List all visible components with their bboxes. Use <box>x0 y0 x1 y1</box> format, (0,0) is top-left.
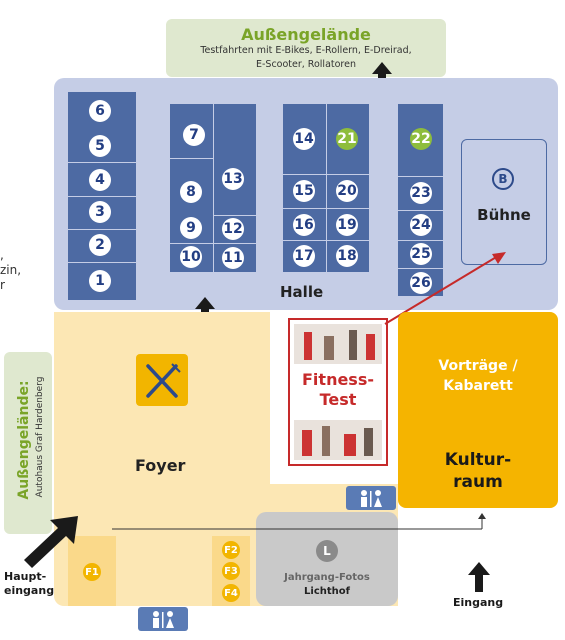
foyer-label: Foyer <box>135 456 186 475</box>
booth-1: 1 <box>89 270 111 292</box>
booth-divider <box>398 176 443 177</box>
booth-divider <box>68 262 136 263</box>
booth-divider <box>283 240 369 241</box>
booth-17: 17 <box>293 245 315 267</box>
booth-18: 18 <box>336 245 358 267</box>
booth-11: 11 <box>222 247 244 269</box>
booth-12: 12 <box>222 218 244 240</box>
booth-21: 21 <box>336 128 358 150</box>
booth-f2: F2 <box>222 541 240 559</box>
culture-line2: raum <box>453 472 503 492</box>
edge-text-a: , <box>0 248 4 262</box>
outdoor-top-title: Außengelände <box>241 25 371 44</box>
booth-19: 19 <box>336 214 358 236</box>
booth-divider <box>68 196 136 197</box>
booth-7: 7 <box>183 124 205 146</box>
outdoor-top-line1: Testfahrten mit E-Bikes, E-Rollern, E-Dr… <box>200 45 412 56</box>
main-entrance-line1: Haupt- <box>4 570 47 583</box>
edge-text-b: zin, <box>0 263 22 277</box>
booth-10: 10 <box>180 246 202 268</box>
restroom-icon <box>346 486 396 510</box>
booth-22: 22 <box>410 128 432 150</box>
booth-15: 15 <box>293 180 315 202</box>
edge-text-c: r <box>0 278 5 292</box>
booth-13: 13 <box>222 168 244 190</box>
booth-divider <box>170 158 213 159</box>
booth-divider <box>68 229 136 230</box>
booth-6: 6 <box>89 100 111 122</box>
outdoor-top-line2: E-Scooter, Rollatoren <box>255 59 356 70</box>
booth-divider <box>398 240 443 241</box>
lectures-line1: Vorträge / <box>438 358 518 374</box>
fitness-photo-2 <box>294 420 382 460</box>
courtyard-icon-letter: L <box>323 544 331 558</box>
courtyard-icon: L <box>316 540 338 562</box>
outdoor-area-top: Außengelände Testfahrten mit E-Bikes, E-… <box>166 19 446 77</box>
arrow-up-outdoor-icon <box>372 62 392 92</box>
booth-20: 20 <box>336 180 358 202</box>
booth-f1: F1 <box>83 563 101 581</box>
booth-16: 16 <box>293 214 315 236</box>
booth-divider <box>398 210 443 211</box>
booth-2: 2 <box>89 234 111 256</box>
booth-9: 9 <box>180 217 202 239</box>
culture-line1: Kultur- <box>444 450 512 470</box>
booth-divider <box>398 268 443 269</box>
booth-divider <box>326 104 327 272</box>
restaurant-icon <box>136 354 188 406</box>
side-entrance-label: Eingang <box>453 596 504 609</box>
booth-26: 26 <box>410 272 432 294</box>
fitness-test-line2: Test <box>319 390 357 409</box>
outdoor-area-left <box>4 352 52 534</box>
side-entrance-arrow-icon <box>468 562 490 592</box>
courtyard-line2: Lichthof <box>304 586 350 597</box>
path-line-icon <box>112 512 492 532</box>
booth-25: 25 <box>410 243 432 265</box>
fitness-test-line1: Fitness- <box>302 370 374 389</box>
stage-area: B Bühne <box>461 139 547 265</box>
booth-5: 5 <box>89 135 111 157</box>
booth-f4: F4 <box>222 584 240 602</box>
courtyard-area: L Jahrgang-Fotos Lichthof <box>256 512 398 606</box>
booth-8: 8 <box>180 181 202 203</box>
outdoor-left-title: Außengelände: <box>16 380 32 500</box>
stage-icon: B <box>492 168 514 190</box>
fitness-photo-1 <box>294 324 382 364</box>
booth-divider <box>213 104 214 272</box>
stage-label: Bühne <box>477 206 531 224</box>
booth-3: 3 <box>89 201 111 223</box>
outdoor-left-subtitle: Autohaus Graf Hardenberg <box>35 376 45 498</box>
restroom-lower-icon <box>138 607 188 631</box>
main-entrance-line2: eingang <box>4 584 55 597</box>
booth-4: 4 <box>89 169 111 191</box>
stage-icon-letter: B <box>498 172 508 186</box>
booth-divider <box>283 174 369 175</box>
booth-divider <box>170 243 256 244</box>
culture-room-area: Vorträge / Kabarett Kultur- raum <box>398 312 558 508</box>
booth-24: 24 <box>410 214 432 236</box>
booth-14: 14 <box>293 128 315 150</box>
booth-divider <box>213 215 256 216</box>
main-entrance-arrow-icon <box>20 514 80 570</box>
fitness-test-area: Fitness- Test <box>288 318 388 466</box>
booth-divider <box>283 208 369 209</box>
booth-f3: F3 <box>222 562 240 580</box>
courtyard-line1: Jahrgang-Fotos <box>284 572 370 583</box>
lectures-line2: Kabarett <box>443 378 513 394</box>
booth-divider <box>68 162 136 163</box>
hall-label: Halle <box>280 283 324 301</box>
booth-23: 23 <box>410 182 432 204</box>
